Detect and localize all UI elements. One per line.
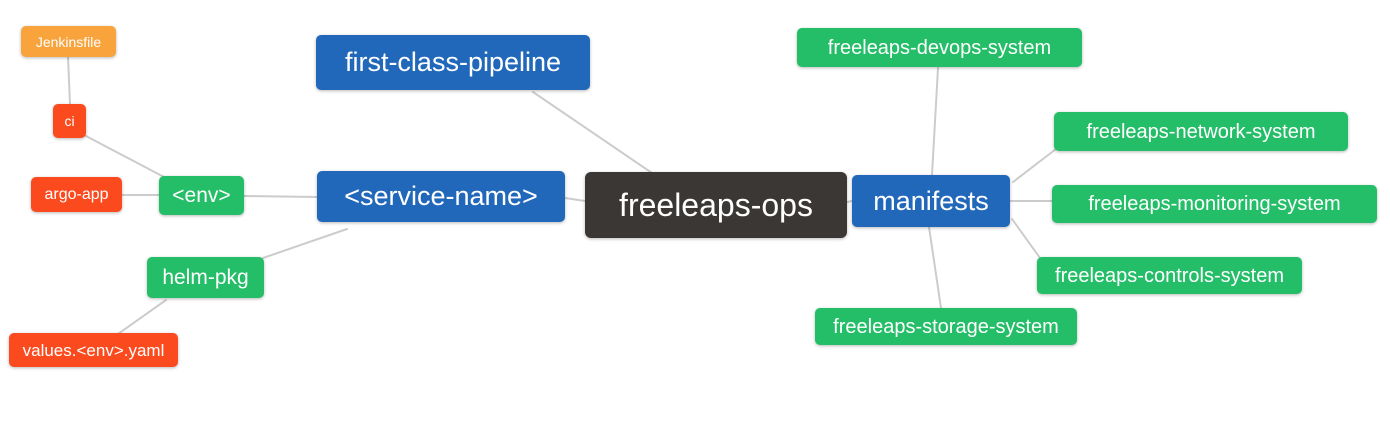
node-manifests[interactable]: manifests [852,175,1010,227]
node-freeleaps-monitoring-system-label: freeleaps-monitoring-system [1088,193,1341,215]
node-freeleaps-network-system-label: freeleaps-network-system [1086,120,1316,143]
node-ci-label: ci [64,113,75,129]
edge-service-name-ops [564,197,586,202]
node-jenkinsfile-label: Jenkinsfile [35,33,102,50]
edge-service-name-helm-pkg [262,228,348,259]
node-freeleaps-ops[interactable]: freeleaps-ops [585,172,847,238]
edge-manifests-storage [928,226,942,309]
node-values-env-yaml-label: values.<env>.yaml [22,340,165,360]
node-freeleaps-monitoring-system[interactable]: freeleaps-monitoring-system [1052,185,1377,223]
edge-ci-env [85,135,165,178]
node-service-name-label: <service-name> [344,181,538,211]
node-manifests-label: manifests [873,185,989,216]
node-freeleaps-devops-system-label: freeleaps-devops-system [827,36,1052,59]
edge-pipeline-freeleaps-ops [532,91,653,174]
edge-jenkinsfile-ci [67,56,71,105]
node-env-label: <env> [172,184,231,207]
node-freeleaps-storage-system[interactable]: freeleaps-storage-system [815,308,1077,345]
node-freeleaps-network-system[interactable]: freeleaps-network-system [1054,112,1348,151]
node-argo-app[interactable]: argo-app [31,177,122,212]
node-first-class-pipeline-label: first-class-pipeline [344,47,562,77]
node-helm-pkg[interactable]: helm-pkg [147,257,264,298]
node-argo-app-label: argo-app [44,185,109,203]
node-freeleaps-ops-label: freeleaps-ops [619,187,813,223]
node-ci[interactable]: ci [53,104,86,138]
node-env[interactable]: <env> [159,176,244,215]
edge-manifests-devops [931,67,939,176]
node-jenkinsfile[interactable]: Jenkinsfile [21,26,116,57]
node-freeleaps-controls-system[interactable]: freeleaps-controls-system [1037,257,1302,294]
node-helm-pkg-label: helm-pkg [162,266,249,289]
edge-env-service-name [243,195,318,198]
edge-ops-manifests [846,200,853,203]
node-service-name[interactable]: <service-name> [317,171,565,222]
node-first-class-pipeline[interactable]: first-class-pipeline [316,35,590,90]
edge-manifests-controls [1011,218,1041,259]
node-freeleaps-controls-system-label: freeleaps-controls-system [1055,264,1284,287]
node-values-env-yaml[interactable]: values.<env>.yaml [9,333,178,367]
node-freeleaps-storage-system-label: freeleaps-storage-system [833,315,1059,338]
node-freeleaps-devops-system[interactable]: freeleaps-devops-system [797,28,1082,67]
edge-helm-pkg-values-yaml [117,299,167,335]
edge-manifests-network [1012,148,1057,183]
